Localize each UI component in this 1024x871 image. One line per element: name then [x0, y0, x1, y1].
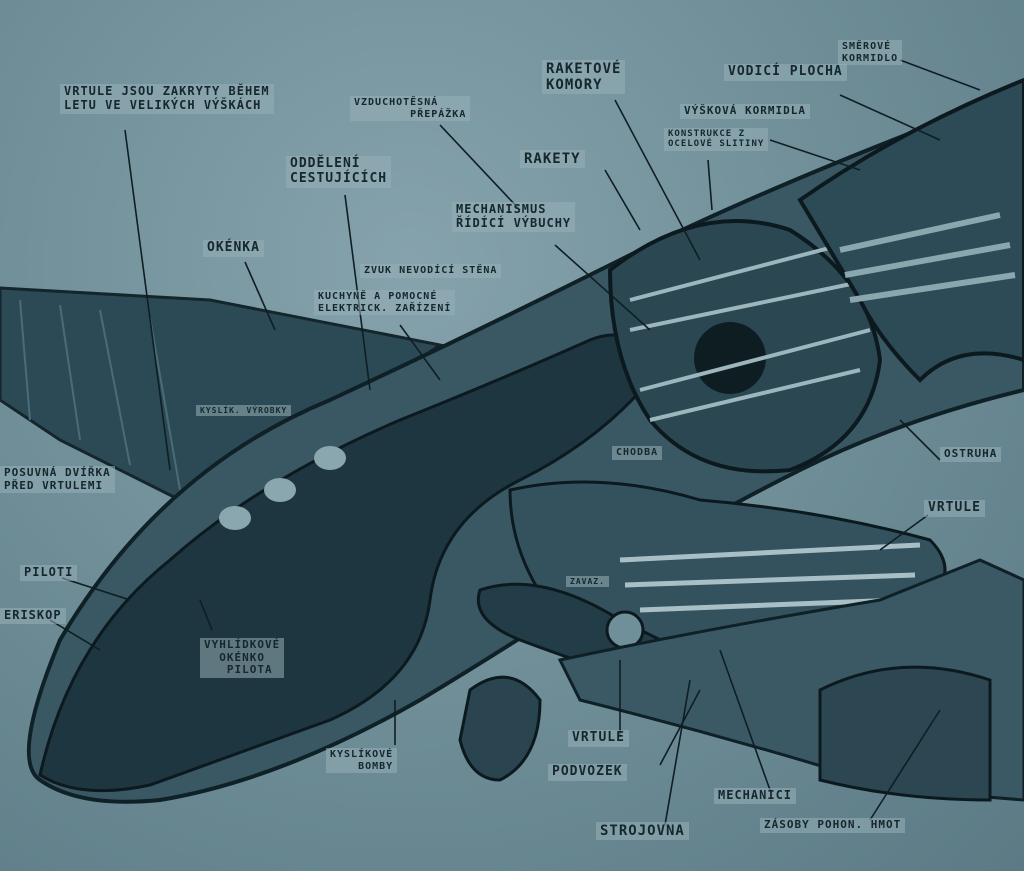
- label-zasoby: ZÁSOBY POHON. HMOT: [760, 818, 906, 833]
- tail-rocket-tubes: [839, 212, 1016, 303]
- tail-fin: [797, 77, 1024, 383]
- label-kyslikove-bomby: KYSLÍKOVÉ BOMBY: [326, 748, 398, 773]
- landing-gear: [458, 675, 542, 782]
- cabin-cutaway: [38, 333, 652, 793]
- label-piloti: PILOTI: [20, 565, 78, 581]
- label-strojovna: STROJOVNA: [596, 822, 689, 841]
- label-vrtule-bottom: VRTULE: [568, 730, 629, 747]
- label-zvuk-nevodici-stena: ZVUK NEVODÍCÍ STĚNA: [360, 264, 502, 278]
- label-vzduchotesna-prepazka: VZDUCHOTĚSNÁ PŘEPÁŽKA: [350, 96, 471, 121]
- cabin-window: [219, 506, 251, 530]
- rocket-tubes: [629, 238, 871, 422]
- fuel-tank: [818, 665, 992, 802]
- cabin-window: [314, 446, 346, 470]
- label-vodici-plocha: VODICÍ PLOCHA: [724, 64, 847, 81]
- label-chodba: CHODBA: [612, 446, 663, 460]
- label-ostruha: OSTRUHA: [940, 447, 1002, 462]
- engine-cylinders: [619, 542, 921, 613]
- label-rakety: RAKETY: [520, 150, 585, 169]
- label-vrtule-right: VRTULE: [924, 500, 985, 517]
- label-zavazadla: ZAVAZ.: [566, 576, 609, 588]
- label-periskop: ERISKOP: [0, 608, 66, 624]
- label-vyskova-kormidla: VÝŠKOVÁ KORMIDLA: [680, 104, 810, 119]
- label-mechanici: MECHANICI: [714, 788, 797, 804]
- label-kyslik-vyrobky: KYSLÍK. VÝROBKY: [196, 405, 292, 417]
- label-okenka: OKÉNKA: [203, 240, 264, 257]
- left-wing-ribs: [19, 299, 181, 491]
- leader-lines: [49, 59, 981, 826]
- rocket-chamber-core: [694, 322, 766, 394]
- label-vyhlidkove-okenko: VYHLÍDKOVÉ OKÉNKO PILOTA: [200, 638, 285, 678]
- cabin-window: [264, 478, 296, 502]
- label-podvozek: PODVOZEK: [548, 764, 627, 781]
